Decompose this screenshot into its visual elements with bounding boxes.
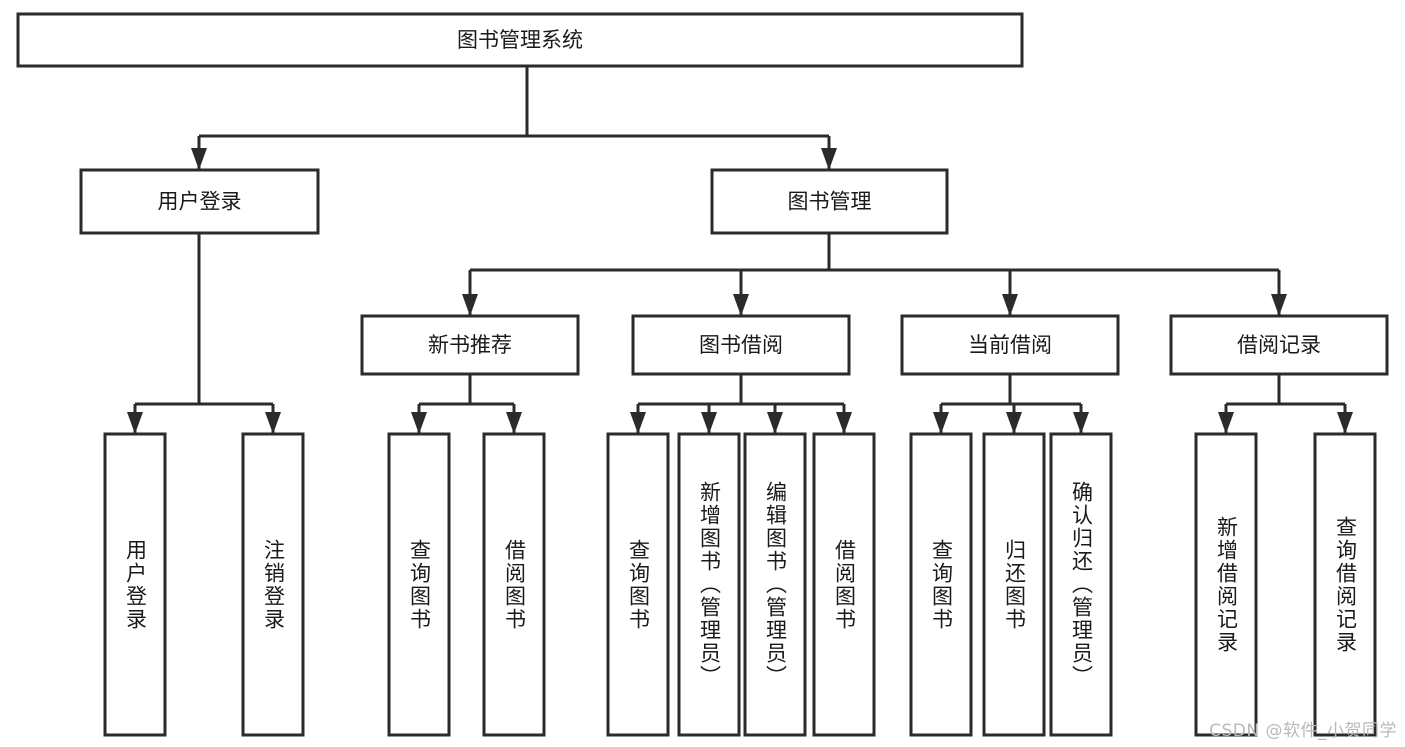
leaf-node-2[interactable] [387,432,451,737]
level2-node-box[interactable] [79,168,320,235]
arrow-head-icon [1002,294,1018,316]
level3-node-1[interactable]: 图书借阅 [631,314,851,376]
leaf-node-9[interactable] [982,432,1046,737]
leaf-node-box[interactable] [103,432,167,737]
level2-node-1[interactable]: 图书管理 [710,168,949,235]
leaf-node-box[interactable] [677,432,741,737]
level3-node-label: 借阅记录 [1237,333,1321,357]
level3-node-label: 当前借阅 [968,333,1052,357]
leaf-node-box[interactable] [387,432,451,737]
level3-node-3[interactable]: 借阅记录 [1169,314,1389,376]
leaf-node-box[interactable] [1049,432,1113,737]
level2-node-label: 用户登录 [158,190,242,214]
level3-node-box[interactable] [900,314,1120,376]
leaf-node-box[interactable] [241,432,305,737]
leaf-node-box[interactable] [743,432,807,737]
root-node-box[interactable] [16,12,1024,68]
arrow-head-icon [767,412,783,434]
arrow-head-icon [127,412,143,434]
arrow-head-icon [191,148,207,170]
arrow-head-icon [933,412,949,434]
level2-node-box[interactable] [710,168,949,235]
leaf-node-box[interactable] [1313,432,1377,737]
leaf-node-12[interactable] [1313,432,1377,737]
leaf-node-0[interactable] [103,432,167,737]
leaf-node-4[interactable] [606,432,670,737]
edges-layer [127,66,1353,434]
arrow-head-icon [462,294,478,316]
leaf-node-7[interactable] [812,432,876,737]
arrow-head-icon [1073,412,1089,434]
level2-node-label: 图书管理 [788,190,872,214]
arrow-head-icon [265,412,281,434]
arrow-head-icon [630,412,646,434]
leaf-node-5[interactable] [677,432,741,737]
level2-node-0[interactable]: 用户登录 [79,168,320,235]
level3-node-label: 图书借阅 [699,333,783,357]
arrow-head-icon [821,148,837,170]
leaf-node-box[interactable] [909,432,973,737]
leaf-node-box[interactable] [812,432,876,737]
leaf-node-box[interactable] [482,432,546,737]
level3-node-0[interactable]: 新书推荐 [360,314,580,376]
leaf-node-box[interactable] [606,432,670,737]
arrow-head-icon [701,412,717,434]
leaf-node-6[interactable] [743,432,807,737]
root-node-0[interactable]: 图书管理系统 [16,12,1024,68]
root-node-label: 图书管理系统 [457,28,583,52]
level3-node-box[interactable] [631,314,851,376]
leaf-node-box[interactable] [1194,432,1258,737]
arrow-head-icon [506,412,522,434]
leaf-node-10[interactable] [1049,432,1113,737]
leaf-node-11[interactable] [1194,432,1258,737]
leaf-node-box[interactable] [982,432,1046,737]
leaf-node-3[interactable] [482,432,546,737]
level3-node-box[interactable] [360,314,580,376]
arrow-head-icon [1271,294,1287,316]
arrow-head-icon [1006,412,1022,434]
leaf-node-8[interactable] [909,432,973,737]
level3-node-box[interactable] [1169,314,1389,376]
arrow-head-icon [733,294,749,316]
level3-node-2[interactable]: 当前借阅 [900,314,1120,376]
level3-node-label: 新书推荐 [428,333,512,357]
leaf-node-1[interactable] [241,432,305,737]
arrow-head-icon [411,412,427,434]
arrow-head-icon [1218,412,1234,434]
arrow-head-icon [1337,412,1353,434]
watermark-text: CSDN @软件_小贺同学 [1209,721,1397,741]
arrow-head-icon [836,412,852,434]
